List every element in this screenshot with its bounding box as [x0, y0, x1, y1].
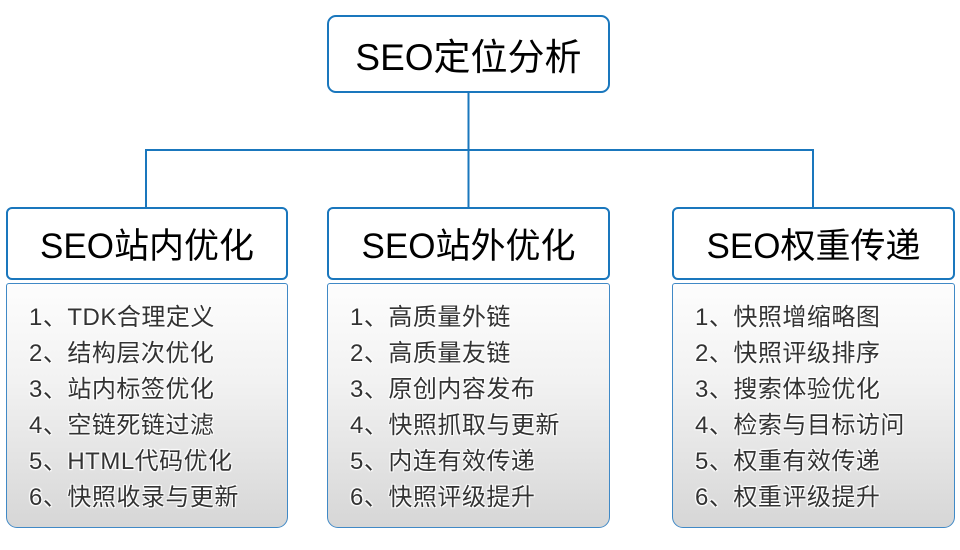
list-item: 3、原创内容发布	[350, 376, 536, 403]
list-item: 2、快照评级排序	[695, 340, 881, 367]
list-item: 4、空链死链过滤	[29, 412, 215, 439]
list-item: 3、站内标签优化	[29, 376, 215, 403]
list-item: 4、快照抓取与更新	[350, 412, 560, 439]
list-item: 4、检索与目标访问	[695, 412, 905, 439]
column-panel-weight: 1、快照增缩略图 2、快照评级排序 3、搜索体验优化 4、检索与目标访问 5、权…	[672, 283, 955, 528]
list-item: 3、搜索体验优化	[695, 376, 881, 403]
column-header-weight: SEO权重传递	[672, 207, 955, 280]
list-item: 1、TDK合理定义	[29, 304, 215, 331]
list-item: 2、结构层次优化	[29, 340, 215, 367]
list-item: 6、权重评级提升	[695, 484, 881, 511]
list-item: 5、HTML代码优化	[29, 448, 233, 475]
list-item: 6、快照收录与更新	[29, 484, 239, 511]
list-item: 1、高质量外链	[350, 304, 511, 331]
list-item: 5、权重有效传递	[695, 448, 881, 475]
column-header-offsite: SEO站外优化	[327, 207, 610, 280]
list-item: 5、内连有效传递	[350, 448, 536, 475]
column-header-onsite-label: SEO站内优化	[40, 227, 254, 266]
root-node: SEO定位分析	[327, 15, 610, 93]
column-panel-offsite: 1、高质量外链 2、高质量友链 3、原创内容发布 4、快照抓取与更新 5、内连有…	[327, 283, 610, 528]
list-item: 1、快照增缩略图	[695, 304, 881, 331]
list-item: 2、高质量友链	[350, 340, 511, 367]
root-node-label: SEO定位分析	[355, 37, 582, 78]
list-item: 6、快照评级提升	[350, 484, 536, 511]
onsite-item-list: 1、TDK合理定义 2、结构层次优化 3、站内标签优化 4、空链死链过滤 5、H…	[7, 284, 287, 516]
column-header-offsite-label: SEO站外优化	[361, 227, 576, 266]
offsite-item-list: 1、高质量外链 2、高质量友链 3、原创内容发布 4、快照抓取与更新 5、内连有…	[328, 284, 609, 516]
column-panel-onsite: 1、TDK合理定义 2、结构层次优化 3、站内标签优化 4、空链死链过滤 5、H…	[6, 283, 288, 528]
weight-item-list: 1、快照增缩略图 2、快照评级排序 3、搜索体验优化 4、检索与目标访问 5、权…	[673, 284, 954, 516]
column-header-onsite: SEO站内优化	[6, 207, 288, 280]
column-header-weight-label: SEO权重传递	[706, 227, 921, 266]
